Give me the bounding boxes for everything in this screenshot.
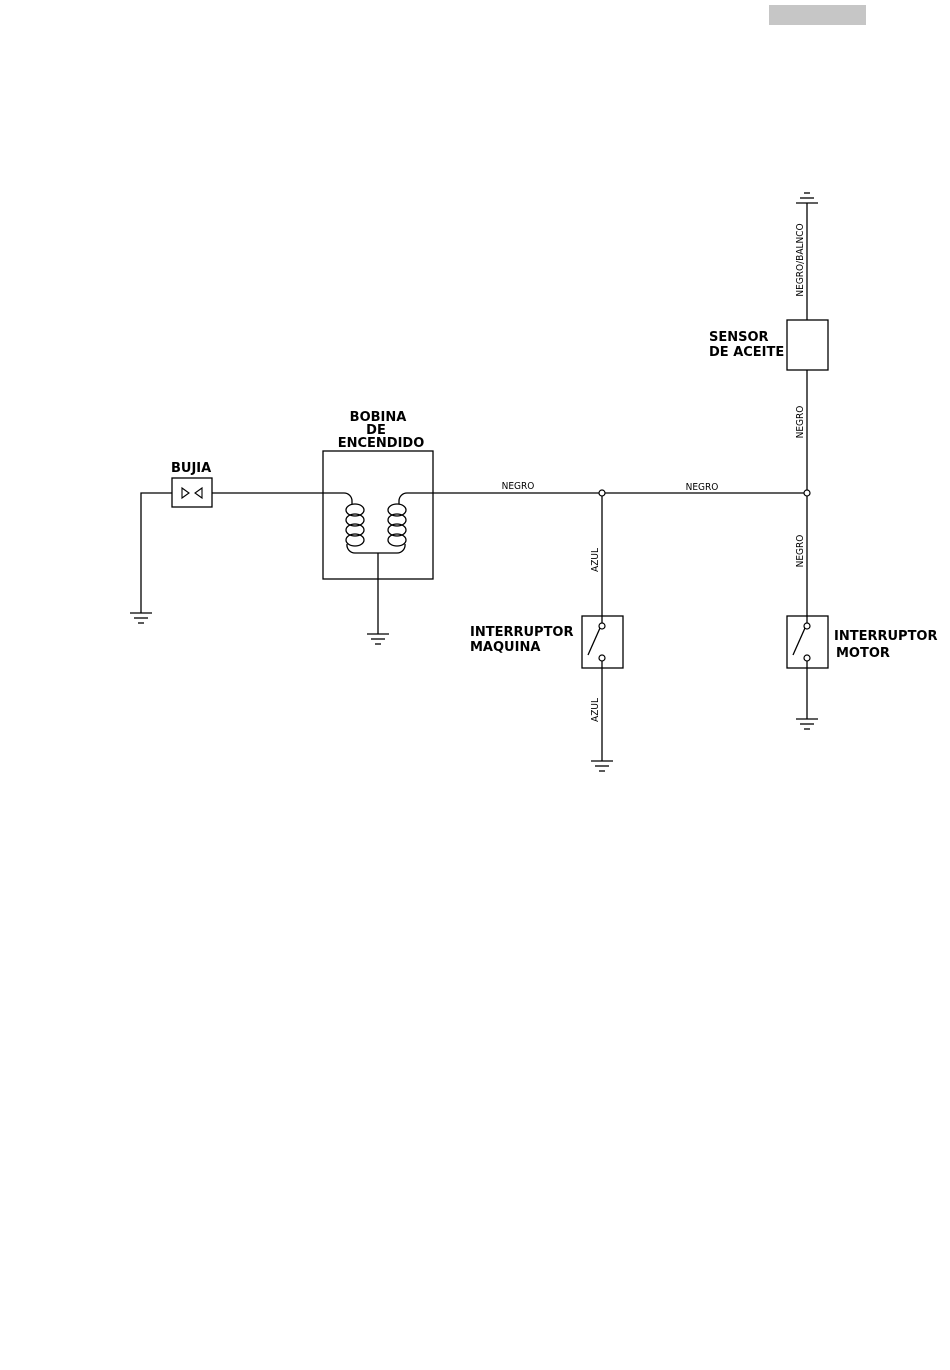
wire-label-negro: NEGRO (686, 482, 719, 493)
wire-label-negro: NEGRO (502, 481, 535, 492)
spark-plug-label: BUJIA (171, 461, 211, 476)
ground-icon (796, 719, 818, 729)
ground-icon (367, 634, 389, 644)
junction-node (804, 490, 810, 496)
spark-plug-ground-wire (141, 493, 172, 613)
ignition-coil (323, 451, 433, 634)
junction-node (599, 490, 605, 496)
coil-label-line-3: ENCENDIDO (338, 436, 425, 451)
wire-label-negro: NEGRO (795, 406, 806, 439)
engine-switch (787, 616, 828, 668)
engine-switch-label-line-1: INTERRUPTOR (834, 629, 938, 644)
ground-icon (796, 193, 818, 203)
wire-label-negro: NEGRO (795, 535, 806, 568)
machine-switch-label-line-1: INTERRUPTOR (470, 625, 574, 640)
oil-sensor (787, 320, 828, 370)
wire-label-negro-blanco: NEGRO/BALNCO (795, 223, 806, 296)
ground-icon (591, 761, 613, 771)
oil-sensor-label-line-2: DE ACEITE (709, 345, 784, 360)
oil-sensor-label-line-1: SENSOR (709, 330, 769, 345)
ground-icon (130, 613, 152, 623)
wire-label-azul: AZUL (590, 698, 601, 722)
engine-switch-label-line-2: MOTOR (836, 646, 890, 661)
machine-switch (582, 616, 623, 668)
machine-switch-label-line-2: MAQUINA (470, 640, 540, 655)
wire-label-azul: AZUL (590, 548, 601, 572)
spark-plug (172, 478, 212, 507)
